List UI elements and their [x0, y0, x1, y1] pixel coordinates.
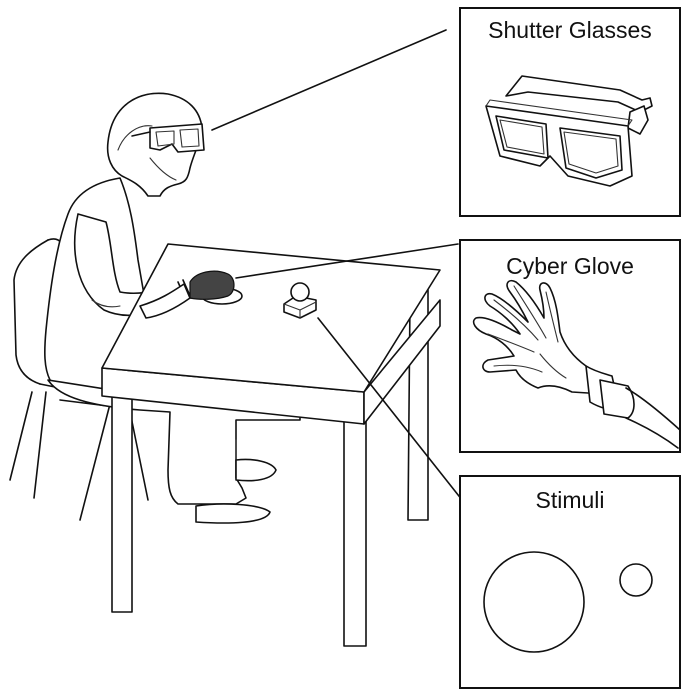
shutter-glasses-icon	[485, 75, 653, 187]
stimuli-spheres-icon	[483, 551, 653, 653]
connector-glasses	[211, 29, 447, 131]
panel-cyber-glove: Cyber Glove	[459, 239, 681, 453]
hand-on-table	[139, 270, 243, 319]
table-leg-front-left	[111, 381, 133, 613]
panel-title-cyber-glove: Cyber Glove	[506, 253, 634, 279]
connector-stimuli	[317, 317, 471, 511]
table-leg-front-right	[343, 409, 367, 647]
large-sphere	[483, 551, 585, 653]
table	[101, 243, 441, 647]
connector-glove	[235, 243, 459, 279]
glasses-worn	[131, 123, 205, 153]
small-sphere	[619, 563, 653, 597]
panel-title-shutter-glasses: Shutter Glasses	[488, 17, 652, 43]
cyber-glove-icon	[472, 279, 681, 449]
shoe-back	[235, 458, 277, 482]
shoe-front	[195, 503, 271, 524]
panel-shutter-glasses: Shutter Glasses	[459, 7, 681, 217]
panel-title-stimuli: Stimuli	[535, 487, 604, 513]
panel-stimuli: Stimuli	[459, 475, 681, 689]
stimulus-device	[283, 282, 317, 319]
